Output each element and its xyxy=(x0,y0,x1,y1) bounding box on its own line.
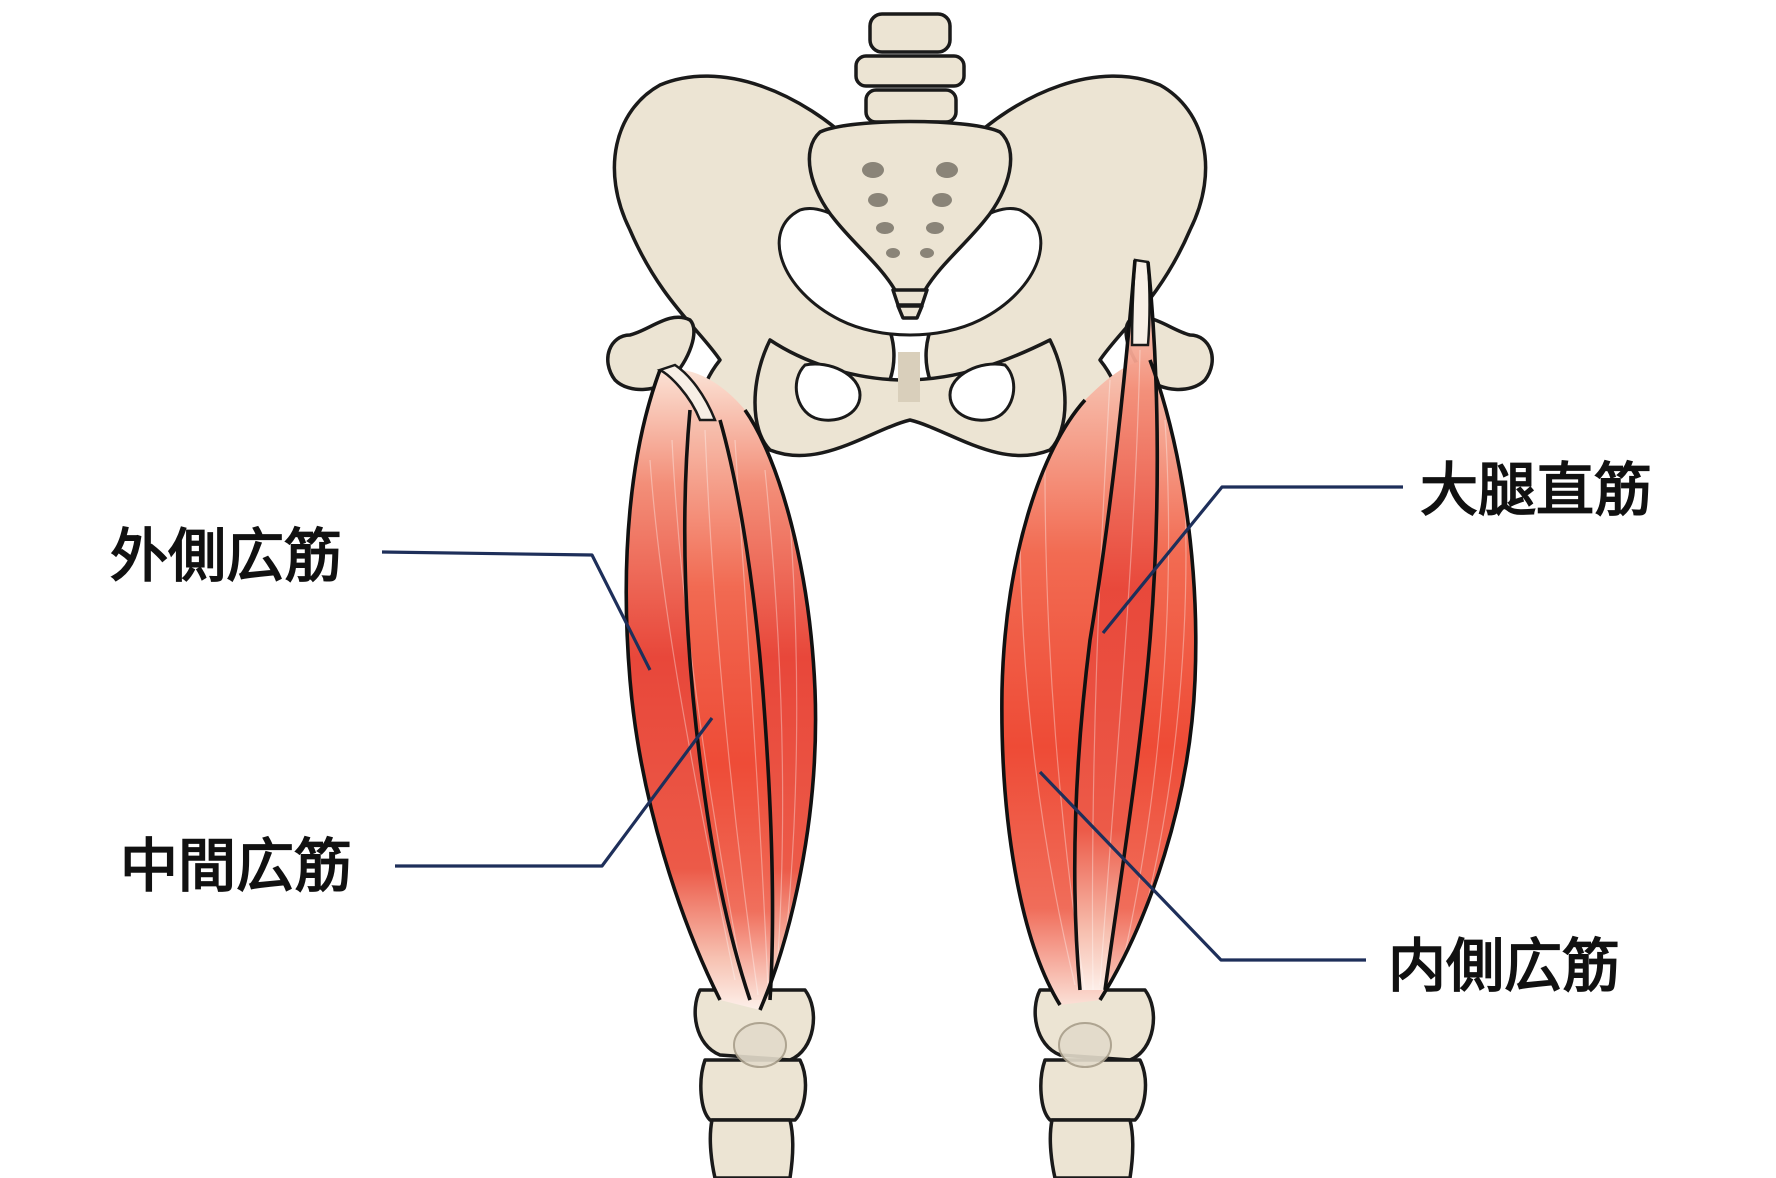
sacrum xyxy=(807,119,1013,320)
leader-vastus-lateralis xyxy=(381,550,652,671)
label-rectus-femoris: 大腿直筋 xyxy=(1420,456,1652,524)
left-rectus-femoris xyxy=(684,410,773,1000)
label-vastus-medialis: 内側広筋 xyxy=(1388,932,1620,1000)
left-thigh-muscles xyxy=(624,363,818,1011)
left-femur-bones xyxy=(606,315,816,1178)
right-rectus-femoris xyxy=(1074,260,1158,990)
right-thigh-muscles xyxy=(1000,258,1198,1006)
label-vastus-intermedius: 中間広筋 xyxy=(120,832,352,900)
label-vastus-lateralis: 外側広筋 xyxy=(110,522,342,590)
leader-vastus-medialis xyxy=(1038,770,1366,962)
leader-rectus-femoris xyxy=(1101,485,1403,635)
leader-vastus-intermedius xyxy=(395,717,714,868)
